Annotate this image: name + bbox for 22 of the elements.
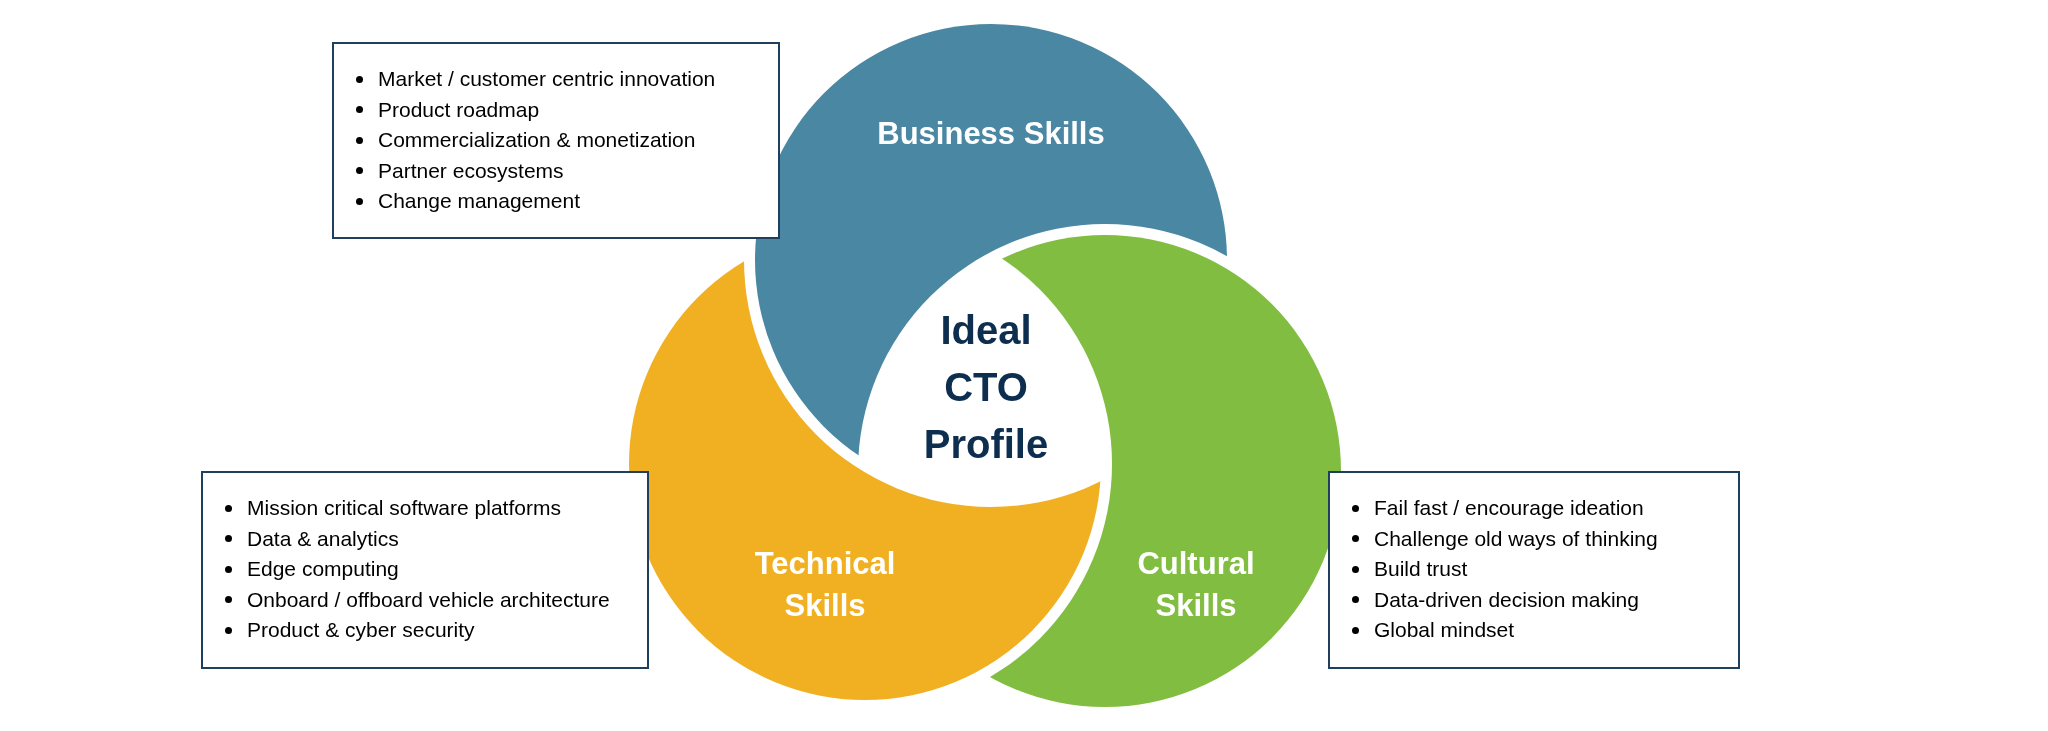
circle-label: Technical Skills	[715, 543, 935, 627]
bullet-list-box	[332, 42, 780, 239]
bullet-item: Global mindset	[1374, 617, 1515, 643]
bullet-item: Edge computing	[247, 556, 399, 582]
center-title: Ideal CTO Profile	[916, 302, 1056, 473]
bullet-item: Product & cyber security	[247, 617, 475, 643]
bullet-item: Challenge old ways of thinking	[1374, 525, 1658, 552]
bullet-item: Fail fast / encourage ideation	[1374, 495, 1644, 521]
bullet-item: Mission critical software platforms	[247, 495, 561, 521]
bullet-list-box	[201, 471, 649, 669]
circle-label: Business Skills	[841, 113, 1141, 155]
bullet-item: Market / customer centric innovation	[378, 66, 716, 92]
bullet-item: Commercialization & monetization	[378, 127, 696, 153]
bullet-item: Change management	[378, 188, 580, 214]
bullet-item: Data-driven decision making	[1374, 586, 1639, 613]
circle-label: Cultural Skills	[1116, 543, 1276, 627]
bullet-item: Data & analytics	[247, 525, 399, 552]
bullet-item: Build trust	[1374, 556, 1468, 582]
bullet-list-box	[1328, 471, 1740, 669]
bullet-item: Product roadmap	[378, 96, 540, 123]
bullet-item: Partner ecosystems	[378, 157, 564, 184]
bullet-item: Onboard / offboard vehicle architecture	[247, 586, 610, 613]
